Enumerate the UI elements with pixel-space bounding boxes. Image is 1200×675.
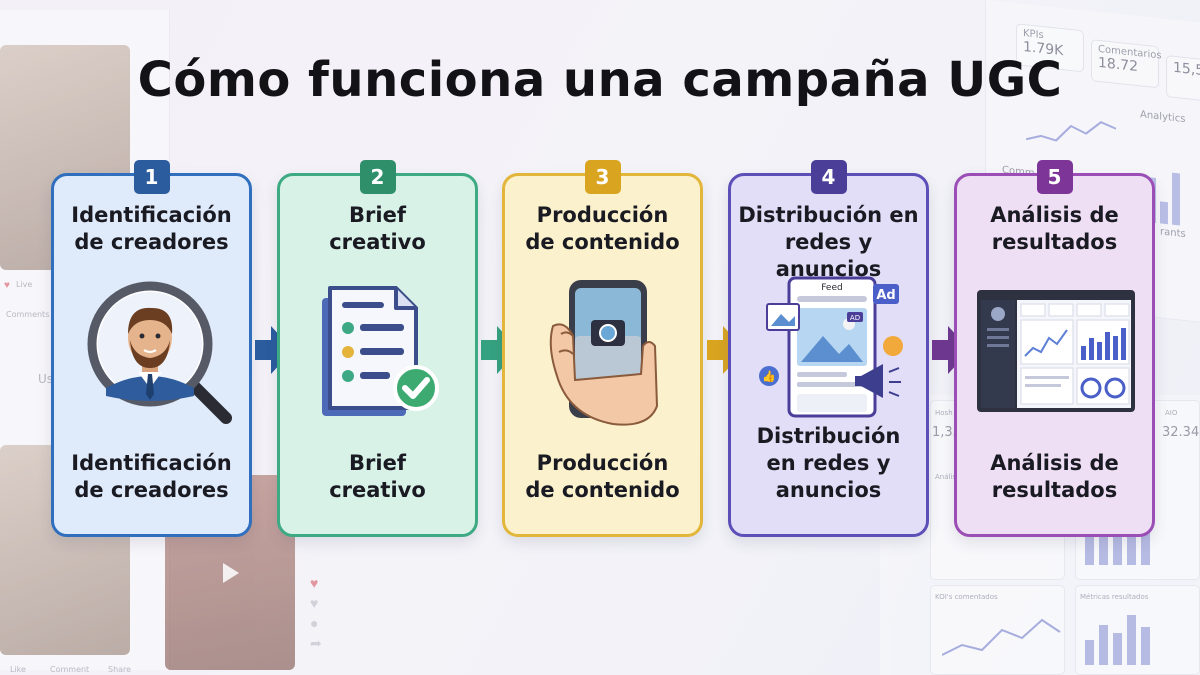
svg-text:Feed: Feed	[821, 283, 842, 293]
svg-text:👍: 👍	[762, 370, 776, 383]
play-icon	[223, 563, 239, 583]
step-number-badge: 1	[133, 160, 170, 194]
step-number-badge: 4	[810, 160, 847, 194]
comment-label: Comment	[50, 665, 90, 674]
svg-text:Ad: Ad	[876, 288, 895, 303]
panel-label: Hosh	[935, 409, 953, 417]
step-caption: Producción de contenido	[525, 451, 680, 502]
brief-document-icon	[322, 286, 439, 416]
step-card-3: 3 Producción de contenido Producción de …	[502, 160, 703, 537]
step-card-1: 1 Identificación de creadores Identifica…	[51, 160, 252, 537]
step-title: Brief creativo	[329, 203, 426, 254]
background-reaction-icons: ♥ ♥ ● ➦	[310, 575, 334, 670]
panel-label: AIO	[1165, 409, 1178, 417]
step-caption: Análisis de resultados	[990, 451, 1119, 502]
social-feed-ads-icon: Feed AD Ad 👍	[759, 276, 903, 418]
heart-icon: ♥	[4, 280, 10, 291]
svg-text:AD: AD	[850, 314, 860, 322]
step-caption: Identificación de creadores	[71, 451, 232, 502]
analytics-label: Analytics	[1140, 109, 1186, 126]
magnifier-creator-icon	[87, 281, 232, 424]
step-title: Análisis de resultados	[990, 203, 1119, 254]
comments-placeholder: Comments	[6, 310, 50, 319]
step-number-badge: 3	[584, 160, 621, 194]
like-label: Like	[10, 665, 26, 674]
heart-icon: ♥	[310, 575, 319, 591]
bar-chart-icon	[1085, 610, 1150, 665]
share-label: Share	[108, 665, 132, 674]
panel-title: Métricas resultados	[1080, 593, 1149, 601]
step-number-badge: 5	[1036, 160, 1073, 194]
step-title: Identificación de creadores	[71, 203, 232, 254]
step-card-5: 5 Análisis de resultados Análisis de res…	[954, 160, 1155, 537]
panel-label: Análisis	[935, 473, 962, 481]
dashboard-panel	[1075, 585, 1200, 675]
live-label: Live	[16, 280, 33, 289]
step-caption: Distribución en redes y anuncios	[756, 424, 901, 502]
step-card-4: 4 Distribución en redes y anuncios Feed …	[728, 160, 929, 537]
panel-value: 32.34	[1162, 425, 1200, 440]
line-chart-icon	[942, 618, 1061, 656]
page-title: Cómo funciona una campaña UGC	[137, 52, 1063, 108]
heart-outline-icon: ♥	[310, 595, 319, 611]
line-chart-icon	[1026, 121, 1117, 142]
comment-icon: ●	[310, 615, 319, 631]
smartphone-camera-icon	[549, 280, 659, 426]
share-icon: ➦	[310, 635, 322, 651]
panel-title: KOI's comentados	[935, 593, 998, 601]
step-title: Distribución en redes y anuncios	[738, 203, 919, 281]
step-caption: Brief creativo	[329, 451, 426, 502]
dashboard-panel	[930, 585, 1065, 675]
panel-value: 1,33	[932, 425, 961, 440]
results-dashboard-icon	[977, 290, 1135, 412]
step-title: Producción de contenido	[525, 203, 680, 254]
step-number-badge: 2	[359, 160, 396, 194]
user-label: Us	[38, 372, 54, 386]
step-card-2: 2 Brief creativo Brief creativo	[277, 160, 478, 537]
